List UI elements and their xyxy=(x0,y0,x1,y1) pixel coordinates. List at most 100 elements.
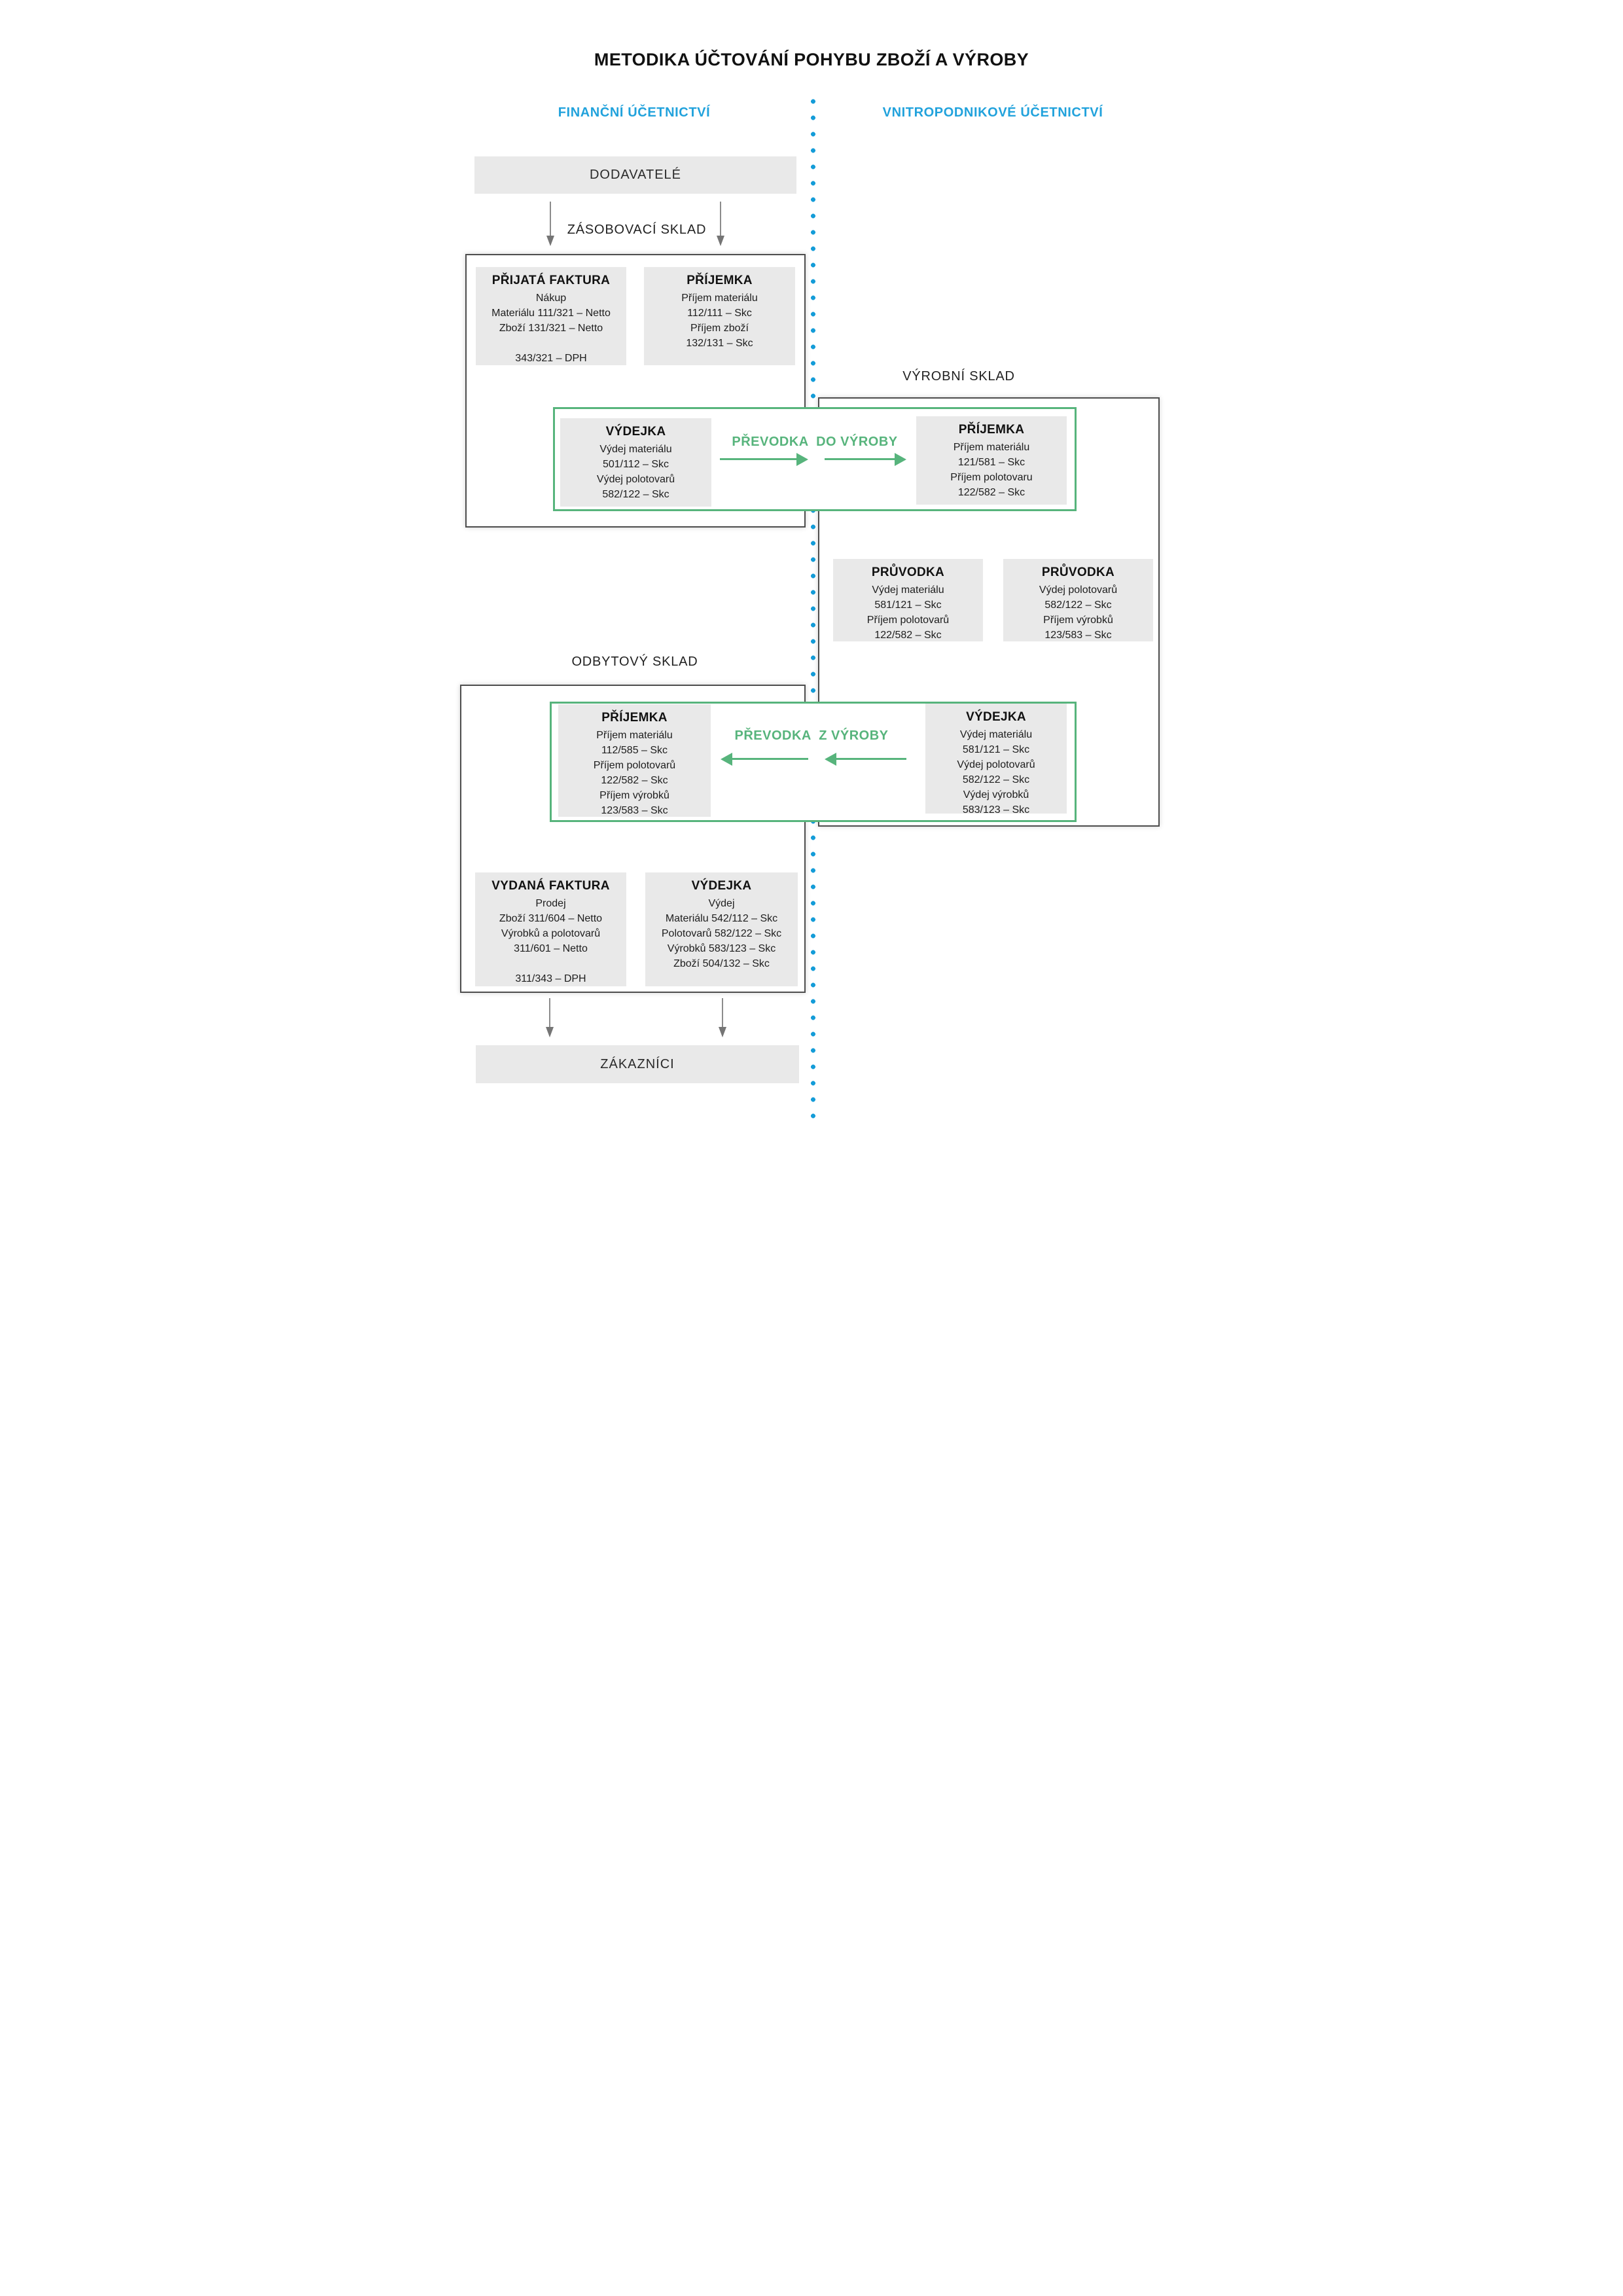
right-arrow-icon xyxy=(720,453,808,466)
card-title: PŘIJATÁ FAKTURA xyxy=(491,274,611,287)
label-supply-warehouse: ZÁSOBOVACÍ SKLAD xyxy=(567,223,707,237)
card-line: 123/583 – Skc xyxy=(601,805,668,816)
card-line: Příjem materiálu xyxy=(596,730,673,741)
card-line: Příjem polotovarů xyxy=(593,760,676,771)
card-line: Výdej materiálu xyxy=(959,729,1033,740)
card-line: Výdej polotovarů xyxy=(596,474,675,485)
card-line: Zboží 311/604 – Netto xyxy=(499,913,603,924)
card-vydejka-zasobovaci: VÝDEJKA Výdej materiálu 501/112 – Skc Vý… xyxy=(560,418,711,507)
card-line: Výdej výrobků xyxy=(963,789,1029,800)
card-line: 122/582 – Skc xyxy=(601,775,668,786)
card-title: VÝDEJKA xyxy=(966,710,1026,724)
card-line: 122/582 – Skc xyxy=(874,630,942,641)
suppliers-box: DODAVATELÉ xyxy=(474,156,796,194)
left-arrow-icon xyxy=(825,753,906,766)
card-line: 121/581 – Skc xyxy=(957,457,1026,468)
card-line: Příjem výrobků xyxy=(599,790,669,801)
arrow-head xyxy=(719,1027,726,1037)
card-vydejka-vyrobni: VÝDEJKA Výdej materiálu 581/121 – Skc Vý… xyxy=(925,704,1067,816)
arrow-shaft xyxy=(825,458,897,460)
arrow-head xyxy=(546,1027,554,1037)
card-prijemka-zasobovaci: PŘÍJEMKA Příjem materiálu 112/111 – Skc … xyxy=(644,267,795,365)
card-line: Výdej materiálu xyxy=(872,584,944,596)
card-title: PŘÍJEMKA xyxy=(601,711,668,725)
card-line: 311/343 – DPH xyxy=(515,973,586,984)
card-line: 581/121 – Skc xyxy=(874,600,942,611)
card-line: Příjem polotovarů xyxy=(866,615,950,626)
arrow-shaft xyxy=(720,458,799,460)
card-line: Výdej materiálu xyxy=(599,444,672,455)
arrow-head xyxy=(895,453,906,466)
card-vydana-faktura: VYDANÁ FAKTURA Prodej Zboží 311/604 – Ne… xyxy=(475,872,626,986)
card-line: 583/123 – Skc xyxy=(962,804,1030,816)
card-prijemka-vyrobni: PŘÍJEMKA Příjem materiálu 121/581 – Skc … xyxy=(916,416,1067,505)
card-line: Výdej xyxy=(708,898,735,909)
card-pruvodka-polotovary: PRŮVODKA Výdej polotovarů 582/122 – Skc … xyxy=(1003,559,1153,641)
card-line: 582/122 – Skc xyxy=(962,774,1030,785)
arrow-head xyxy=(717,236,724,246)
card-line: Příjem zboží xyxy=(690,323,749,334)
card-line: Zboží 504/132 – Skc xyxy=(673,958,770,969)
section-header-internal: VNITROPODNIKOVÉ ÚČETNICTVÍ xyxy=(882,105,1103,120)
arrow-shaft xyxy=(549,998,550,1028)
card-title: VYDANÁ FAKTURA xyxy=(491,879,610,893)
card-pruvodka-material: PRŮVODKA Výdej materiálu 581/121 – Skc P… xyxy=(833,559,983,641)
card-line: Výdej polotovarů xyxy=(1039,584,1118,596)
card-line xyxy=(475,956,626,971)
section-header-financial: FINANČNÍ ÚČETNICTVÍ xyxy=(558,105,711,120)
card-title: VÝDEJKA xyxy=(691,879,752,893)
down-arrow-icon xyxy=(717,998,728,1037)
diagram-page: METODIKA ÚČTOVÁNÍ POHYBU ZBOŽÍ A VÝROBY … xyxy=(406,0,1217,1148)
card-prijata-faktura: PŘIJATÁ FAKTURA Nákup Materiálu 111/321 … xyxy=(476,267,626,365)
card-title: VÝDEJKA xyxy=(605,425,666,439)
label-transfer-to-production: PŘEVODKA DO VÝROBY xyxy=(732,435,898,449)
card-line: Výrobků 583/123 – Skc xyxy=(667,943,776,954)
left-arrow-icon xyxy=(721,753,808,766)
customers-box: ZÁKAZNÍCI xyxy=(476,1045,799,1083)
card-line: Nákup xyxy=(535,293,567,304)
right-arrow-icon xyxy=(825,453,906,466)
card-title: PŘÍJEMKA xyxy=(958,423,1025,437)
card-line: Materiálu 542/112 – Skc xyxy=(665,913,778,924)
card-vydejka-odbytovy: VÝDEJKA Výdej Materiálu 542/112 – Skc Po… xyxy=(645,872,798,986)
card-line: Příjem výrobků xyxy=(1043,615,1113,626)
down-arrow-icon xyxy=(545,202,556,246)
card-line: 122/582 – Skc xyxy=(957,487,1026,498)
card-line: 112/111 – Skc xyxy=(687,308,752,319)
card-line: 581/121 – Skc xyxy=(962,744,1030,755)
card-line: Příjem materiálu xyxy=(953,442,1030,453)
card-line: 582/122 – Skc xyxy=(1044,600,1112,611)
label-transfer-from-production: PŘEVODKA Z VÝROBY xyxy=(734,728,889,743)
card-line: 112/585 – Skc xyxy=(601,745,668,756)
card-title: PRŮVODKA xyxy=(1041,565,1115,579)
arrow-shaft xyxy=(730,758,808,760)
card-line: 343/321 – DPH xyxy=(515,353,587,364)
label-production-warehouse: VÝROBNÍ SKLAD xyxy=(902,369,1015,384)
card-line: Příjem materiálu xyxy=(681,293,758,304)
arrow-head xyxy=(825,753,836,766)
arrow-shaft xyxy=(834,758,906,760)
arrow-head xyxy=(796,453,808,466)
card-line: Příjem polotovaru xyxy=(950,472,1033,483)
card-title: PRŮVODKA xyxy=(871,565,945,579)
card-line: 123/583 – Skc xyxy=(1044,630,1112,641)
arrow-shaft xyxy=(550,202,551,237)
label-sales-warehouse: ODBYTOVÝ SKLAD xyxy=(571,655,698,669)
card-line: 311/601 – Netto xyxy=(514,943,588,954)
card-line: Prodej xyxy=(535,898,566,909)
card-line: Zboží 131/321 – Netto xyxy=(499,323,603,334)
card-line: Materiálu 111/321 – Netto xyxy=(491,308,611,319)
dotted-divider xyxy=(810,98,816,1127)
arrow-head xyxy=(721,753,732,766)
card-line: 582/122 – Skc xyxy=(602,489,669,500)
down-arrow-icon xyxy=(715,202,726,246)
arrow-head xyxy=(546,236,554,246)
card-title: PŘÍJEMKA xyxy=(687,274,753,287)
card-prijemka-odbytovy: PŘÍJEMKA Příjem materiálu 112/585 – Skc … xyxy=(558,704,711,817)
arrow-shaft xyxy=(722,998,723,1028)
card-line: Výrobků a polotovarů xyxy=(501,928,601,939)
card-line: 132/131 – Skc xyxy=(686,338,753,349)
card-line xyxy=(476,336,626,351)
card-line: Výdej polotovarů xyxy=(957,759,1035,770)
arrow-shaft xyxy=(720,202,721,237)
